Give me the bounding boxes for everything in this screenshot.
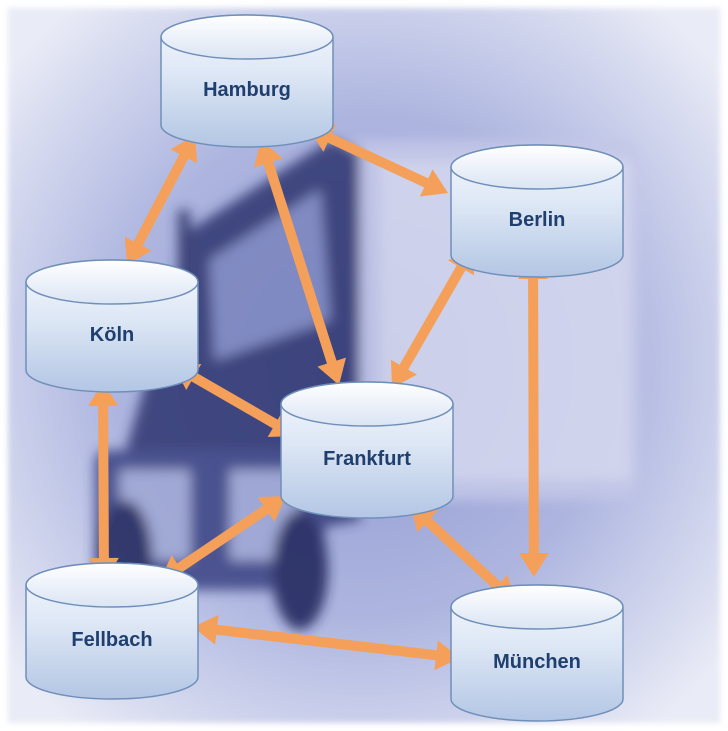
arrow-shaft: [132, 152, 190, 248]
node-label-muenchen: München: [493, 651, 581, 673]
node-hamburg: Hamburg: [160, 14, 334, 148]
locations: HamburgBerlinKölnFrankfurtFellbachMünche…: [25, 14, 624, 722]
node-fellbach: Fellbach: [25, 562, 199, 700]
node-berlin: Berlin: [450, 144, 624, 278]
arrow-shaft: [325, 132, 431, 189]
arrowhead-end: [419, 169, 448, 197]
arrow-shaft: [189, 371, 280, 430]
arrowhead-start: [193, 614, 219, 645]
node-koeln: Köln: [25, 259, 199, 393]
cylinder-top: [280, 381, 454, 427]
cylinder-top: [450, 144, 624, 190]
cylinder-top: [160, 14, 334, 60]
arrowhead-start: [88, 382, 119, 407]
arrow-hamburg-frankfurt: [253, 140, 347, 385]
arrowhead-end: [124, 236, 152, 265]
arrowhead-end: [434, 640, 460, 671]
arrow-shaft: [98, 403, 109, 561]
arrow-shaft: [214, 624, 439, 661]
node-muenchen: München: [450, 584, 624, 722]
node-label-hamburg: Hamburg: [203, 79, 291, 101]
node-label-koeln: Köln: [90, 324, 134, 346]
cylinder-top: [450, 584, 624, 630]
arrowhead-start: [257, 496, 286, 522]
node-label-frankfurt: Frankfurt: [323, 448, 411, 470]
cylinder-top: [25, 259, 199, 305]
node-frankfurt: Frankfurt: [280, 381, 454, 519]
arrowhead-end: [317, 357, 347, 385]
cylinder-top: [25, 562, 199, 608]
arrow-shaft: [528, 276, 539, 556]
arrow-shaft: [422, 516, 503, 591]
node-label-berlin: Berlin: [509, 209, 566, 231]
arrow-shaft: [175, 504, 271, 573]
node-label-fellbach: Fellbach: [71, 629, 152, 651]
arrow-fellbach-muenchen: [193, 614, 460, 671]
arrowhead-end: [518, 552, 549, 577]
arrow-shaft: [262, 159, 338, 366]
arrowhead-end: [390, 359, 417, 388]
arrow-shaft: [398, 263, 467, 372]
